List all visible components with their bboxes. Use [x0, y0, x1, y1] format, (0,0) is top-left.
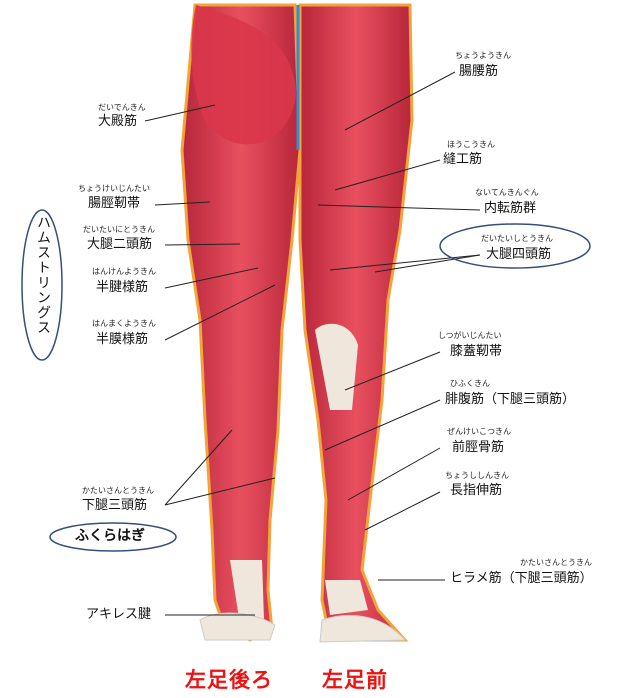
label-achilles: アキレス腱	[86, 608, 151, 621]
label-shitsugai: 膝蓋靭帯	[450, 345, 502, 358]
label-choketsu-ruby: ちょうけいじんたい	[78, 185, 150, 193]
label-hamstrings: ハムストリングス	[33, 215, 53, 335]
caption-front: 左足前	[322, 670, 388, 691]
label-hifuku: 腓腹筋（下腿三頭筋）	[445, 393, 575, 406]
label-shitou: 大腿四頭筋	[486, 248, 551, 261]
label-naiten-ruby: ないてんきんぐん	[475, 189, 539, 197]
label-hanmaku-ruby: はんまくようきん	[92, 320, 156, 328]
label-naiten: 内転筋群	[484, 202, 536, 215]
label-fukurahagi: ふくらはぎ	[75, 529, 145, 543]
label-nitou: 大腿二頭筋	[87, 238, 152, 251]
label-zenkei-ruby: ぜんけいこつきん	[447, 428, 511, 436]
label-choshi: 長指伸筋	[450, 484, 502, 497]
label-hanken-ruby: はんけんようきん	[92, 268, 156, 276]
label-katai-left: 下腿三頭筋	[82, 499, 147, 512]
caption-back: 左足後ろ	[185, 670, 273, 691]
label-hanken: 半腱様筋	[96, 281, 148, 294]
label-hifuku-ruby: ひふくきん	[450, 380, 490, 388]
label-choyo: 腸腰筋	[459, 65, 498, 78]
label-katai-left-ruby: かたいさんとうきん	[82, 487, 154, 495]
label-choshi-ruby: ちょうししんきん	[445, 472, 509, 480]
label-daiden-ruby: だいでんきん	[98, 104, 146, 112]
label-shitsugai-ruby: しつがいじんたい	[438, 332, 502, 340]
front-leg	[300, 5, 412, 642]
label-zenkei: 前脛骨筋	[452, 441, 504, 454]
label-hirame: ヒラメ筋（下腿三頭筋）	[450, 572, 593, 585]
label-daiden: 大殿筋	[98, 115, 137, 128]
label-hoko-ruby: ほうこうきん	[447, 141, 495, 149]
label-choyo-ruby: ちょうようきん	[455, 52, 511, 60]
label-katai-right-ruby: かたいさんとうきん	[520, 559, 592, 567]
label-shitou-ruby: だいたいしとうきん	[481, 235, 553, 243]
label-hanmaku: 半膜様筋	[96, 333, 148, 346]
label-nitou-ruby: だいたいにとうきん	[83, 226, 155, 234]
label-choketsu: 腸脛靭帯	[88, 197, 140, 210]
label-hoko: 縫工筋	[443, 153, 482, 166]
